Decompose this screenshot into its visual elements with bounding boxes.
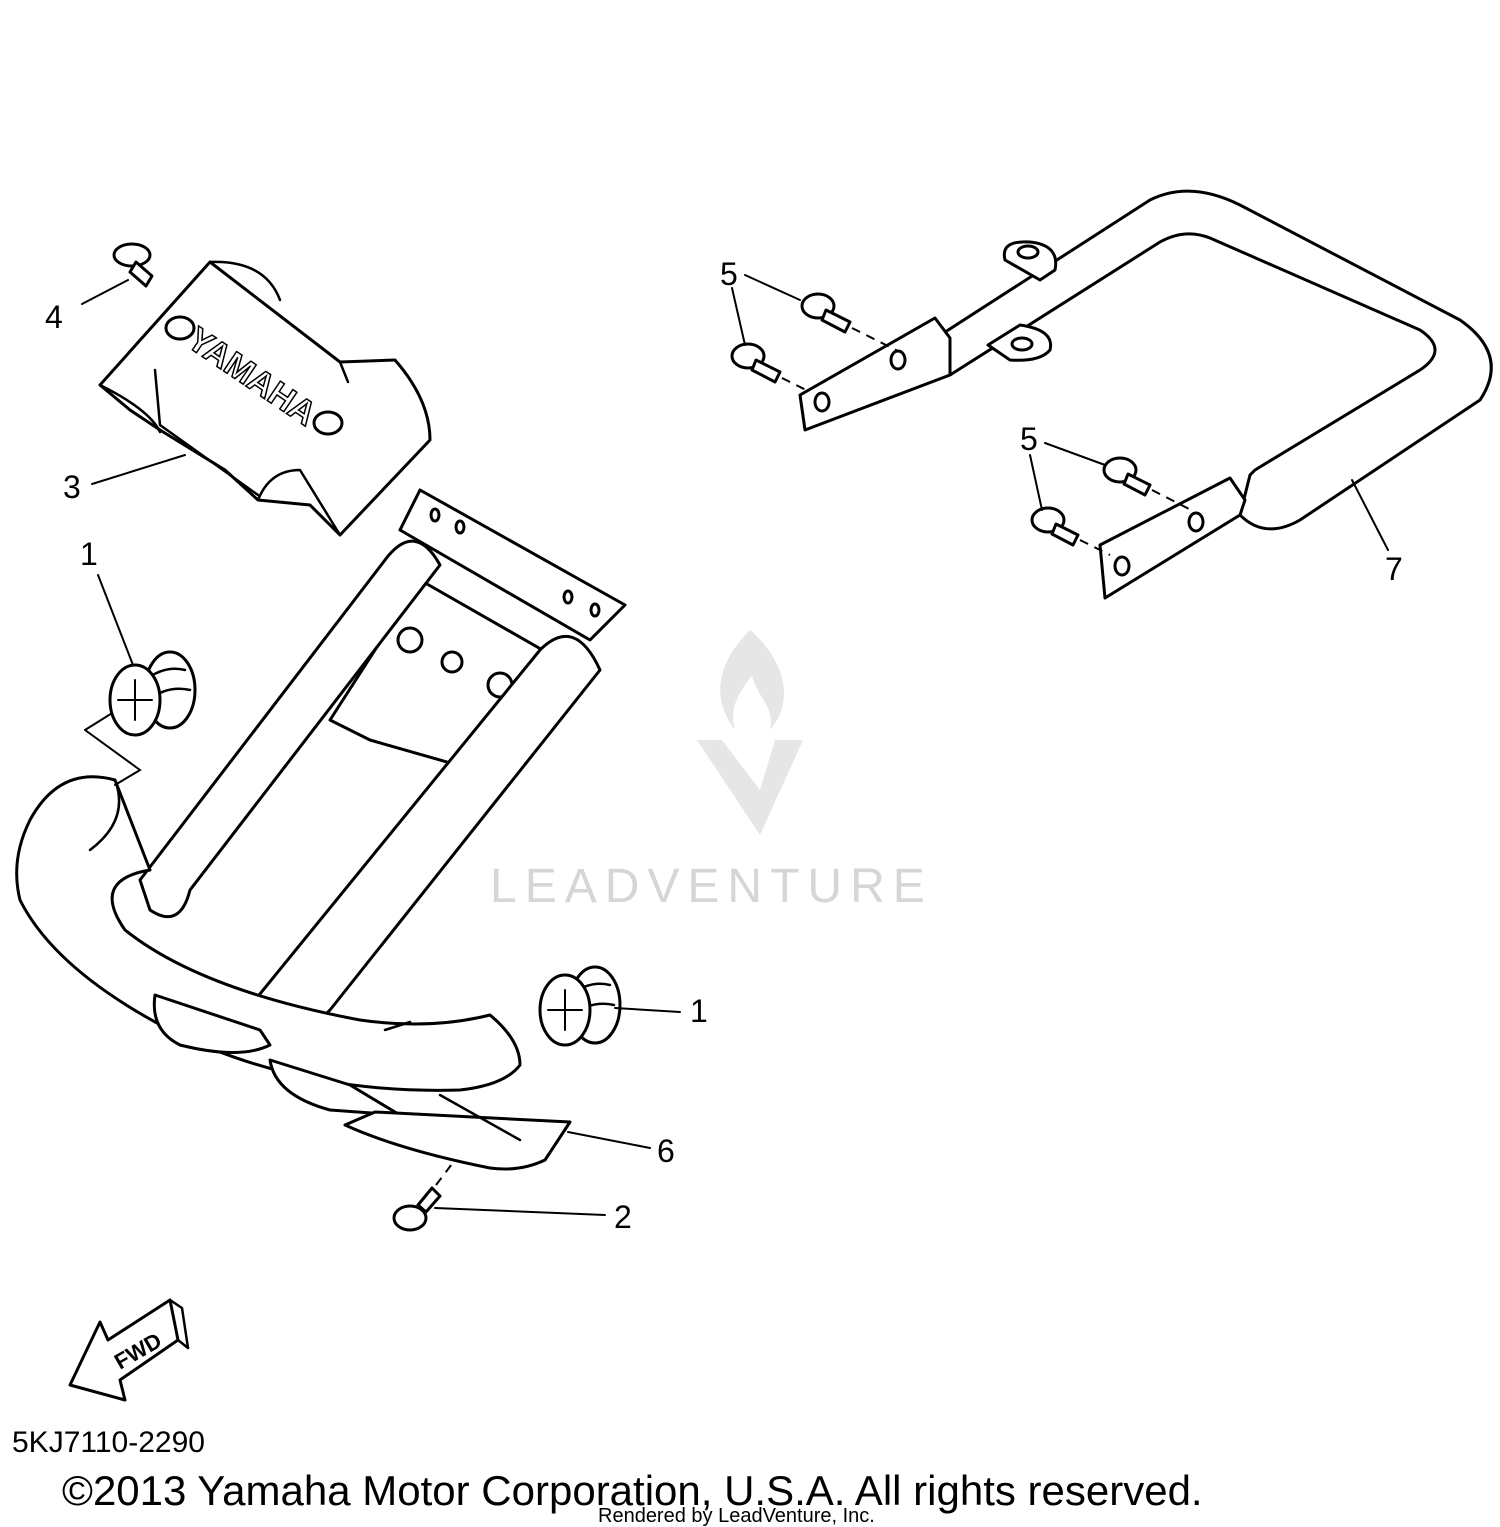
part-bolt-2: [392, 1159, 456, 1232]
callout-3: 3: [63, 469, 81, 505]
callout-7: 7: [1385, 551, 1403, 587]
part-screw-4: [112, 242, 154, 288]
diagram-code: 5KJ7110-2290: [12, 1426, 205, 1459]
watermark-flame-icon: [720, 630, 784, 730]
callout-2: 2: [614, 1199, 632, 1235]
fwd-arrow-icon: FWD: [68, 1298, 190, 1402]
leader-lines: [81, 274, 1389, 1216]
part-grommet-1a: [108, 650, 197, 737]
part-front-bumper: [15, 488, 627, 1171]
part-cover: YAMAHA: [98, 260, 432, 537]
rendered-by-text: Rendered by LeadVenture, Inc.: [598, 1505, 875, 1527]
part-grommet-1b: [538, 965, 622, 1047]
part-bolts-5: [730, 292, 1196, 556]
callout-1b: 1: [690, 993, 708, 1029]
leadventure-watermark: LEADVENTURE: [490, 630, 933, 913]
part-rear-grab-bar: [798, 189, 1493, 600]
bolt-5-4: [1030, 506, 1111, 556]
watermark-v-icon: [697, 740, 803, 835]
callout-5a: 5: [720, 256, 738, 292]
copyright-text: ©2013 Yamaha Motor Corporation, U.S.A. A…: [62, 1467, 1203, 1514]
callout-5b: 5: [1020, 421, 1038, 457]
callout-4: 4: [45, 299, 63, 335]
watermark-text: LEADVENTURE: [490, 860, 933, 913]
callout-6: 6: [657, 1133, 675, 1169]
callout-1a: 1: [80, 536, 98, 572]
callouts: 1 1 2 3 4 5 5 6 7: [45, 256, 1403, 1235]
bolt-5-2: [730, 342, 811, 393]
bolt-5-1: [800, 292, 901, 353]
bolt-5-3: [1102, 456, 1196, 513]
